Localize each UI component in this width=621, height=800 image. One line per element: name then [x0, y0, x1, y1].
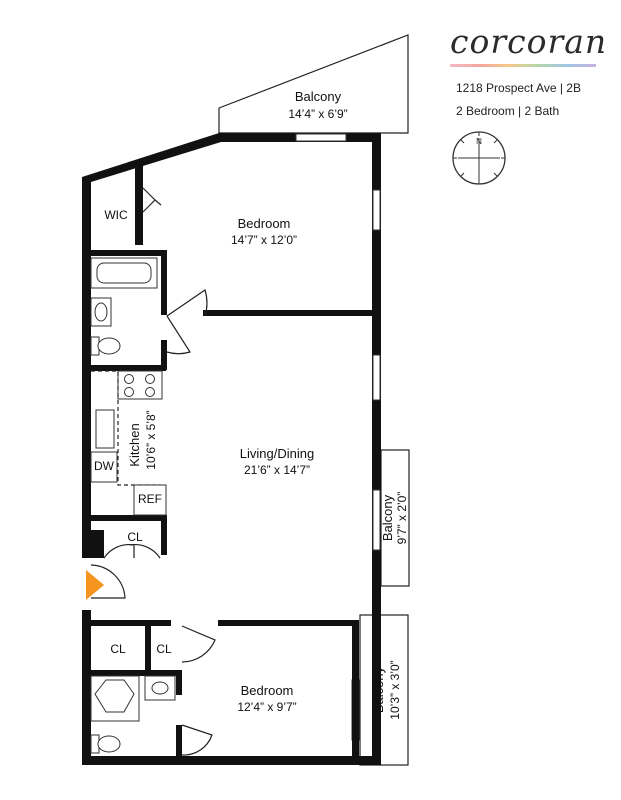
ref-label: REF	[138, 492, 162, 506]
bedroom-1-size: 14’7” x 12’0”	[231, 233, 297, 247]
wic-label: WIC	[104, 208, 128, 222]
cl-entry-label: CL	[127, 530, 143, 544]
brand-name: corcoran	[450, 22, 608, 61]
cl-right-label: CL	[156, 642, 172, 656]
windows	[295, 133, 381, 741]
cl-left-label: CL	[110, 642, 126, 656]
brand-logo: corcoran	[450, 22, 608, 67]
toilet-1	[90, 336, 121, 356]
doors	[90, 187, 216, 756]
compass-north-label: N	[476, 137, 482, 146]
dishwasher	[90, 451, 118, 483]
bath-sink-2	[144, 675, 176, 701]
balcony-top-outline	[218, 34, 409, 134]
brand-color-bar	[450, 64, 596, 67]
balcony-top-name: Balcony	[295, 89, 342, 104]
balcony-bottom-size: 10’3” x 3’0”	[388, 660, 402, 719]
balcony-top-size: 14’4” x 6’9”	[288, 107, 347, 121]
stove	[117, 370, 163, 400]
bedroom-1-name: Bedroom	[238, 216, 291, 231]
bedroom-2-size: 12’4” x 9’7”	[237, 700, 296, 714]
entry-arrow-icon	[86, 570, 104, 600]
kitchen-size: 10’6” x 5’8”	[144, 410, 158, 469]
compass-icon: N	[452, 131, 506, 185]
bathtub	[90, 257, 158, 289]
bedroom-2-name: Bedroom	[241, 683, 294, 698]
balcony-bottom-name: Balcony	[371, 666, 386, 713]
living-name: Living/Dining	[240, 446, 314, 461]
balcony-bottom-outline	[359, 614, 409, 766]
bath-sink-1	[90, 297, 112, 327]
listing-layout: 2 Bedroom | 2 Bath	[456, 104, 560, 118]
shower	[90, 675, 140, 722]
living-size: 21’6” x 14’7”	[244, 463, 310, 477]
listing-address: 1218 Prospect Ave | 2B	[456, 81, 581, 95]
dw-label: DW	[94, 459, 115, 473]
interior-walls	[91, 165, 373, 765]
balcony-mid-name: Balcony	[380, 494, 395, 541]
balcony-mid-size: 9’7” x 2’0”	[395, 492, 409, 545]
toilet-2	[90, 734, 121, 754]
exterior-walls	[82, 133, 381, 765]
kitchen-name: Kitchen	[127, 423, 142, 466]
refrigerator	[133, 484, 167, 516]
